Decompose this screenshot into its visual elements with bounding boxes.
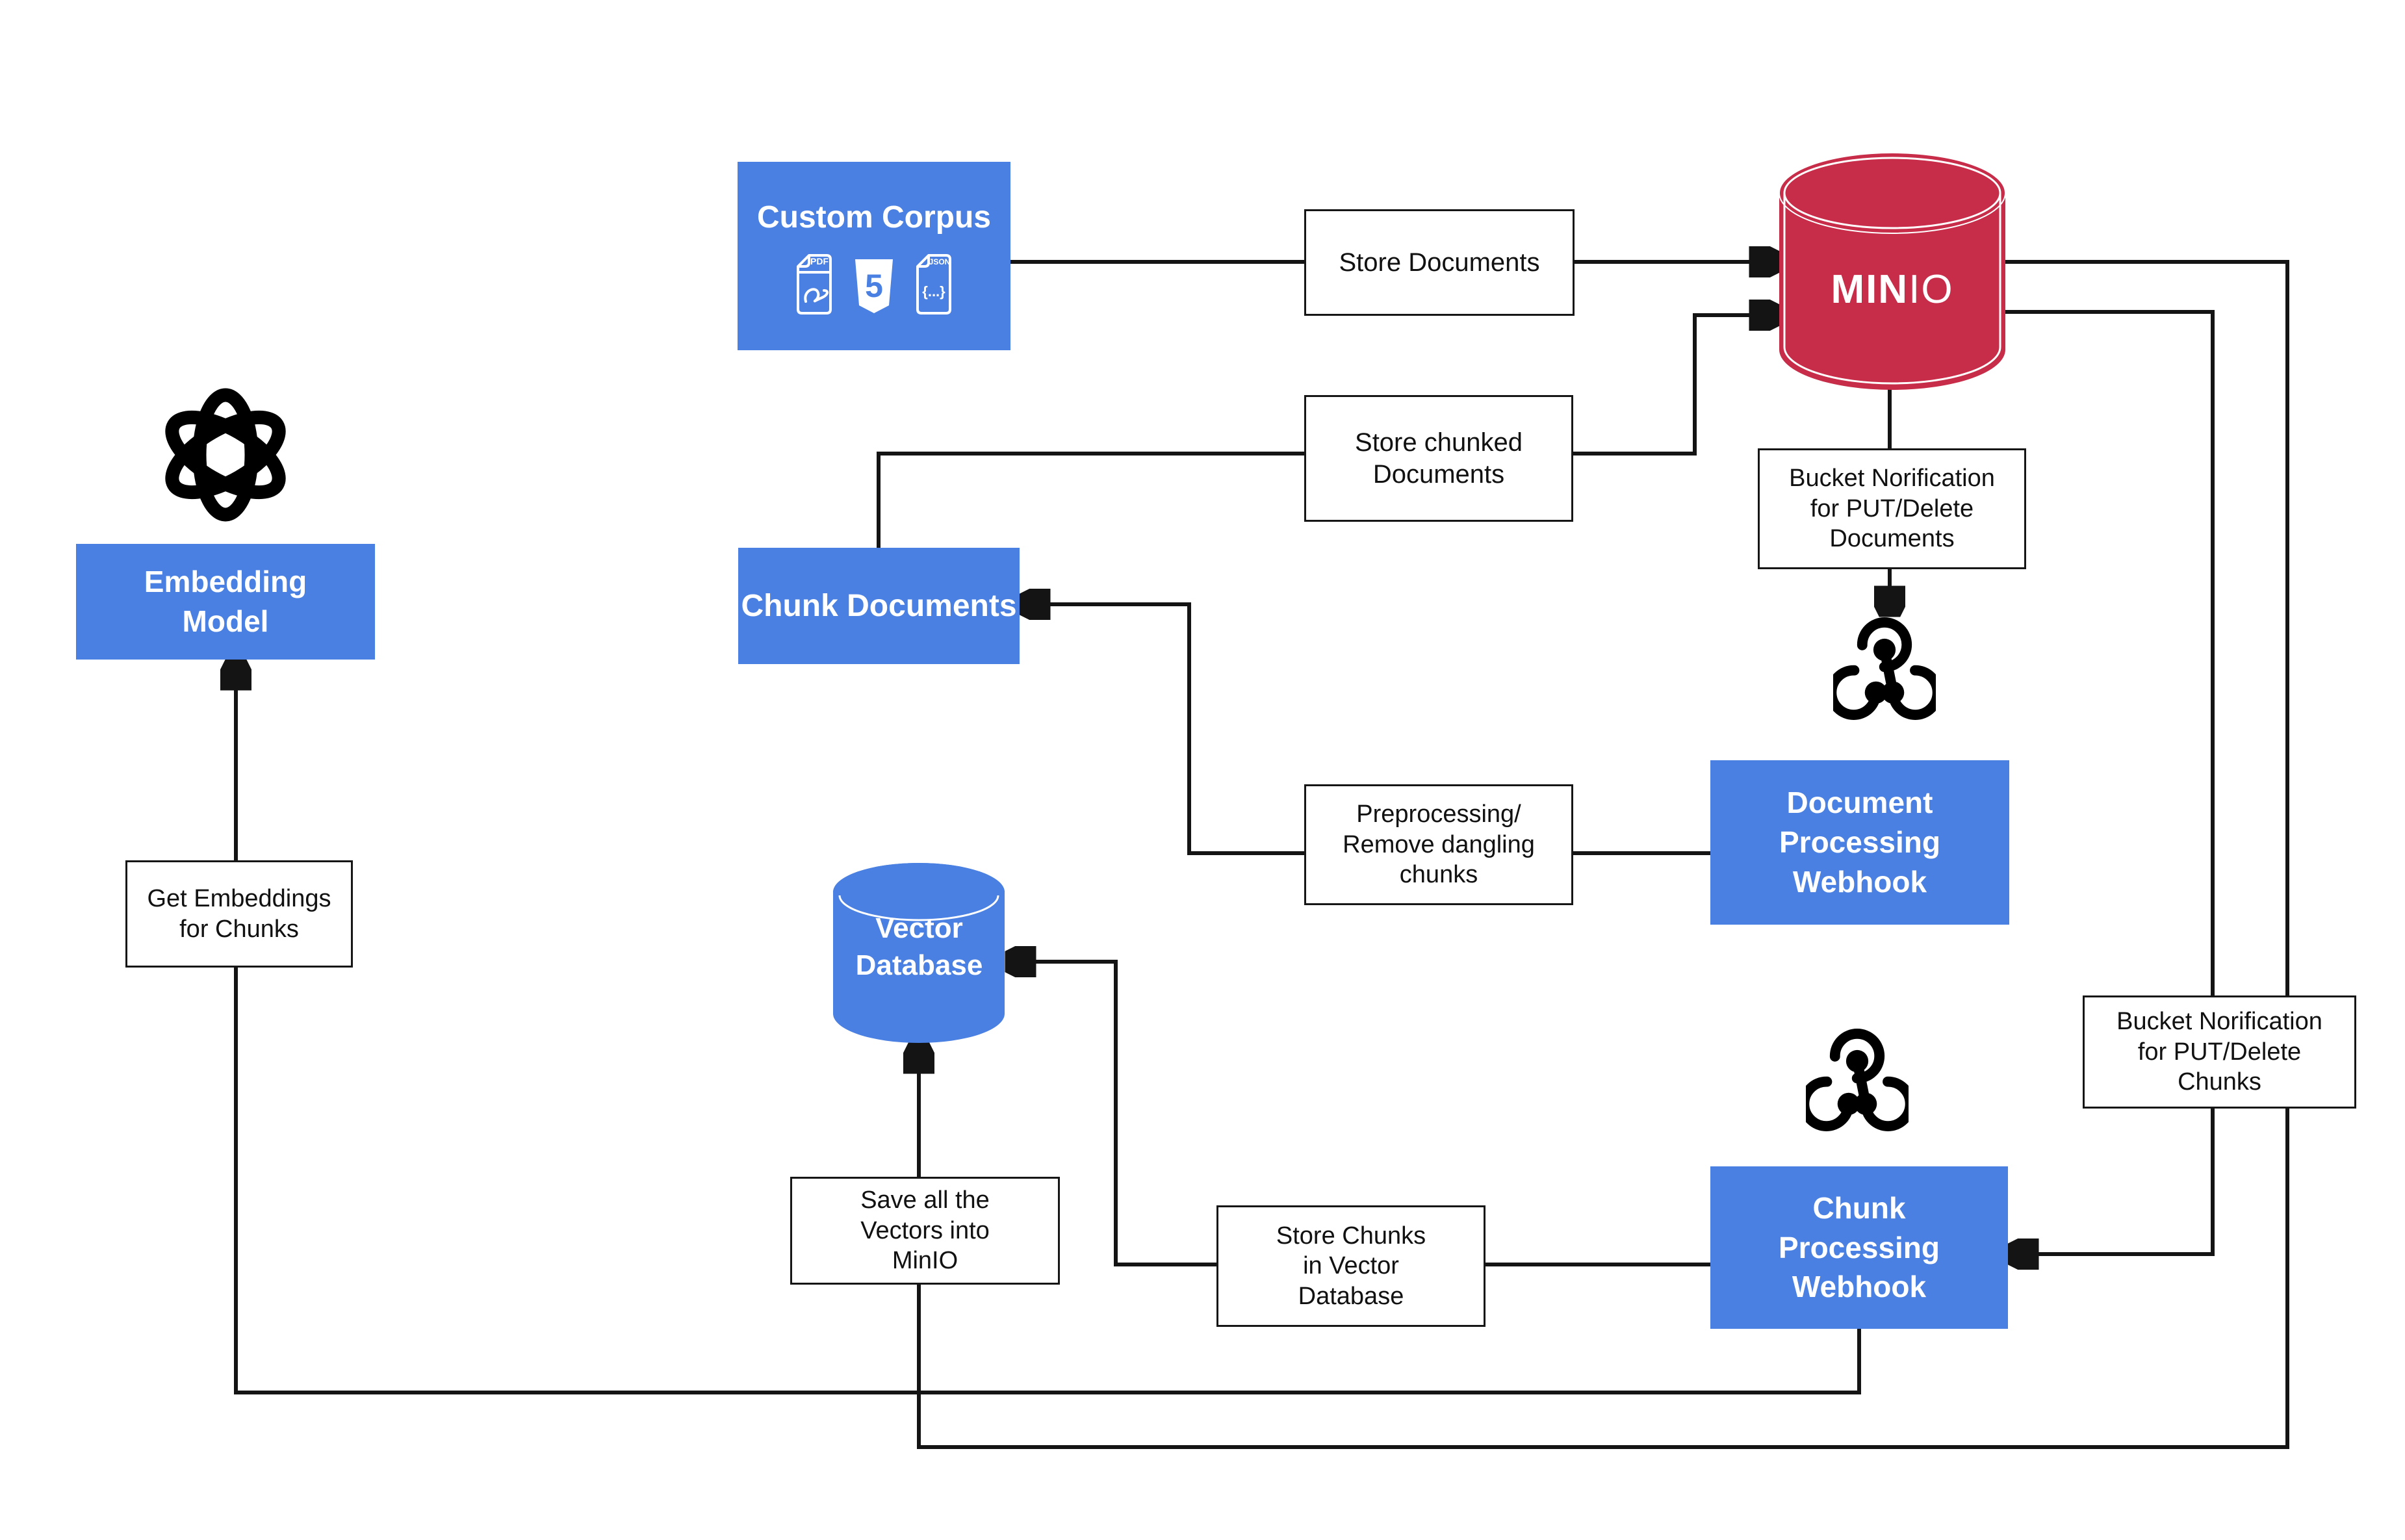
- custom-corpus-node: Custom Corpus PDF 5 JSON {...}: [738, 162, 1010, 350]
- chunk-processing-webhook-node: Chunk Processing Webhook: [1710, 1166, 2008, 1329]
- chunk-documents-label: Chunk Documents: [741, 588, 1017, 623]
- wire-store-chunked-documents: [877, 315, 1774, 552]
- save-vectors-label: Save all the Vectors into MinIO: [790, 1177, 1060, 1285]
- json-file-icon: JSON {...}: [916, 254, 951, 315]
- bucket-docs-text-line1: Bucket Norification: [1789, 465, 1995, 493]
- vector-db-label-line1: Vector: [875, 912, 963, 944]
- preprocessing-text-line1: Preprocessing/: [1356, 801, 1521, 828]
- bucket-docs-text-line3: Documents: [1829, 525, 1955, 553]
- bucket-chunks-text-line1: Bucket Norification: [2116, 1008, 2322, 1036]
- preprocessing-label: Preprocessing/ Remove dangling chunks: [1304, 784, 1573, 905]
- save-vectors-text-line1: Save all the: [860, 1187, 990, 1214]
- bucket-chunks-text-line2: for PUT/Delete: [2137, 1038, 2302, 1066]
- corpus-file-icons: PDF 5 JSON {...}: [796, 253, 952, 315]
- get-embeddings-label: Get Embeddings for Chunks: [125, 860, 353, 968]
- vector-db-label: Vector Database: [833, 910, 1005, 984]
- minio-logo-io: IO: [1909, 266, 1954, 312]
- html5-icon-label: 5: [865, 268, 883, 304]
- store-documents-text: Store Documents: [1339, 248, 1540, 277]
- get-embeddings-text-line2: for Chunks: [179, 915, 299, 943]
- store-chunked-text-line1: Store chunked: [1355, 428, 1523, 457]
- save-vectors-text-line2: Vectors into: [860, 1216, 990, 1244]
- chunk-documents-node: Chunk Documents: [738, 548, 1020, 664]
- wire-bucket-notification-chunks: [2001, 310, 2215, 1254]
- wire-save-vectors: [919, 260, 2289, 1449]
- store-chunked-text-line2: Documents: [1372, 459, 1505, 489]
- minio-logo-min: MIN: [1831, 266, 1909, 312]
- vector-database-node: Vector Database: [833, 863, 1005, 1043]
- vector-db-cylinder-shape: [833, 863, 1005, 1043]
- get-embeddings-text-line1: Get Embeddings: [147, 885, 331, 913]
- bucket-chunks-text-line3: Chunks: [2178, 1068, 2261, 1096]
- json-icon-label: JSON: [929, 257, 951, 266]
- save-vectors-text-line3: MinIO: [892, 1247, 958, 1275]
- chunk-proc-label-line2: Processing: [1779, 1230, 1940, 1264]
- store-documents-label: Store Documents: [1304, 209, 1575, 316]
- embedding-model-label-line1: Embedding: [144, 565, 307, 599]
- store-chunks-text-line1: Store Chunks: [1276, 1222, 1426, 1250]
- embedding-model-label-line2: Model: [182, 604, 269, 638]
- store-chunks-text-line3: Database: [1298, 1282, 1404, 1310]
- json-icon-braces: {...}: [922, 283, 945, 300]
- preprocessing-text-line3: chunks: [1399, 861, 1478, 889]
- bucket-notification-chunks-label: Bucket Norification for PUT/Delete Chunk…: [2083, 995, 2356, 1109]
- store-chunked-documents-label: Store chunked Documents: [1304, 395, 1573, 522]
- document-processing-webhook-node: Document Processing Webhook: [1710, 760, 2009, 925]
- doc-proc-label-line2: Processing: [1779, 825, 1940, 860]
- store-chunks-label: Store Chunks in Vector Database: [1216, 1205, 1485, 1327]
- store-chunks-text-line2: in Vector: [1303, 1252, 1399, 1280]
- doc-proc-label-line3: Webhook: [1792, 864, 1927, 899]
- webhook-icon: [1806, 1029, 1909, 1131]
- minio-cylinder-shape: [1779, 152, 2006, 390]
- webhook-icon: [1833, 617, 1936, 720]
- bucket-docs-text-line2: for PUT/Delete: [1810, 494, 1974, 522]
- vector-db-label-line2: Database: [855, 949, 983, 982]
- wire-get-embeddings: [236, 665, 1861, 1394]
- doc-proc-label-line1: Document: [1786, 786, 1933, 820]
- chunk-proc-label-line1: Chunk: [1812, 1190, 1906, 1225]
- bucket-notification-documents-label: Bucket Norification for PUT/Delete Docum…: [1758, 448, 2026, 569]
- custom-corpus-title: Custom Corpus: [757, 199, 991, 235]
- pdf-icon-label: PDF: [810, 256, 829, 266]
- preprocessing-text-line2: Remove dangling: [1343, 830, 1535, 858]
- pdf-file-icon: PDF: [797, 254, 832, 315]
- atom-icon: [165, 388, 286, 522]
- html5-icon: 5: [855, 259, 893, 314]
- embedding-model-node: Embedding Model: [76, 544, 375, 660]
- chunk-proc-label-line3: Webhook: [1792, 1270, 1927, 1304]
